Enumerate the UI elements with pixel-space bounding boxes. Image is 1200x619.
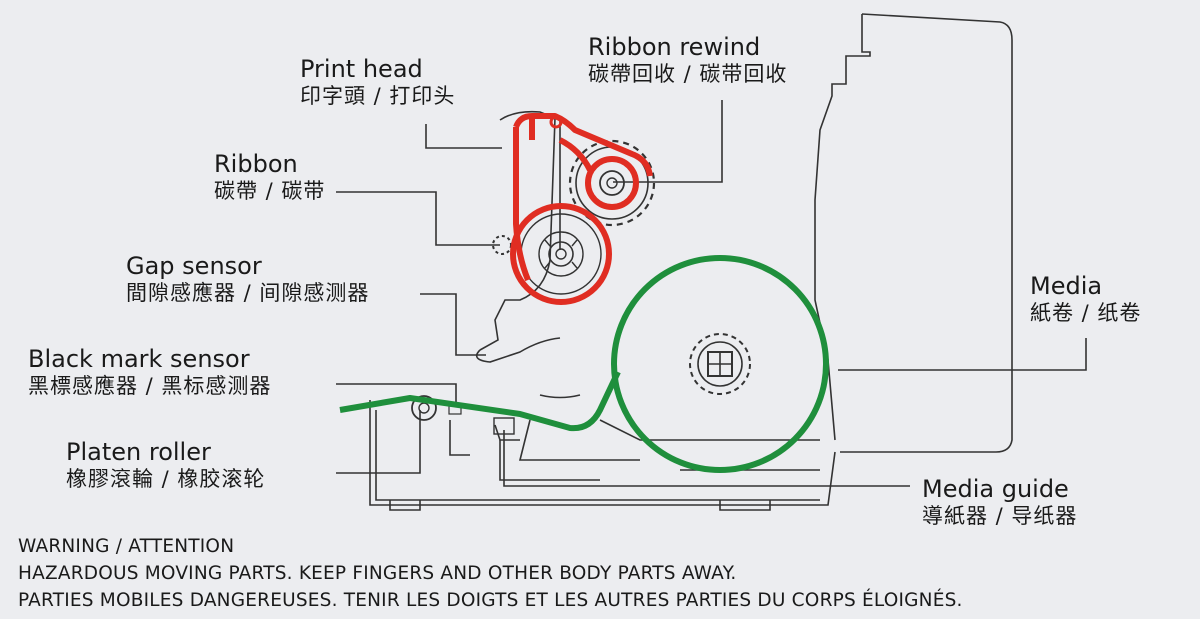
label-print-head-en: Print head <box>300 55 423 83</box>
label-ribbon: Ribbon 碳帶 / 碳带 <box>214 150 326 203</box>
leader-platen-roller <box>336 410 421 474</box>
label-ribbon-rewind-en: Ribbon rewind <box>588 33 761 61</box>
leader-media-guide <box>503 430 910 487</box>
ribbon-supply-spool <box>520 213 602 295</box>
label-print-head-zh: 印字頭 / 打印头 <box>300 83 456 108</box>
warning-title: WARNING / ATTENTION <box>18 536 235 557</box>
label-media-guide: Media guide 導紙器 / 导纸器 <box>922 475 1078 528</box>
media-path <box>339 255 829 473</box>
ribbon-path <box>510 113 653 305</box>
label-black-mark-sensor-zh: 黑標感應器 / 黑标感测器 <box>28 373 272 398</box>
label-media-en: Media <box>1030 272 1103 300</box>
label-black-mark-sensor-en: Black mark sensor <box>28 345 250 373</box>
label-black-mark-sensor: Black mark sensor 黑標感應器 / 黑标感测器 <box>28 345 272 398</box>
label-media-zh: 紙卷 / 纸卷 <box>1030 300 1142 325</box>
warning-line-en: HAZARDOUS MOVING PARTS. KEEP FINGERS AND… <box>18 563 737 584</box>
label-platen-roller: Platen roller 橡膠滾輪 / 橡胶滚轮 <box>66 438 266 491</box>
label-ribbon-rewind: Ribbon rewind 碳帶回收 / 碳带回收 <box>588 33 788 86</box>
label-gap-sensor: Gap sensor 間隙感應器 / 间隙感测器 <box>126 252 370 305</box>
label-platen-roller-zh: 橡膠滾輪 / 橡胶滚轮 <box>66 466 266 491</box>
leader-gap-sensor <box>420 293 486 356</box>
label-print-head: Print head 印字頭 / 打印头 <box>300 55 456 108</box>
label-media-guide-zh: 導紙器 / 导纸器 <box>922 503 1078 528</box>
leader-media <box>838 338 1087 371</box>
label-platen-roller-en: Platen roller <box>66 438 211 466</box>
label-ribbon-en: Ribbon <box>214 150 298 178</box>
label-gap-sensor-zh: 間隙感應器 / 间隙感测器 <box>126 280 370 305</box>
leader-ribbon <box>336 191 500 246</box>
leader-lines <box>336 100 1087 487</box>
label-media-guide-en: Media guide <box>922 475 1069 503</box>
label-media: Media 紙卷 / 纸卷 <box>1030 272 1142 325</box>
label-gap-sensor-en: Gap sensor <box>126 252 262 280</box>
label-ribbon-zh: 碳帶 / 碳带 <box>214 178 326 203</box>
leader-black-mark-sensor <box>336 383 457 405</box>
leader-ribbon-rewind <box>613 100 723 183</box>
media-roll-core <box>689 333 751 395</box>
warning-line-fr: PARTIES MOBILES DANGEREUSES. TENIR LES D… <box>18 590 963 611</box>
leader-print-head <box>425 124 502 149</box>
label-ribbon-rewind-zh: 碳帶回收 / 碳带回收 <box>588 61 788 86</box>
